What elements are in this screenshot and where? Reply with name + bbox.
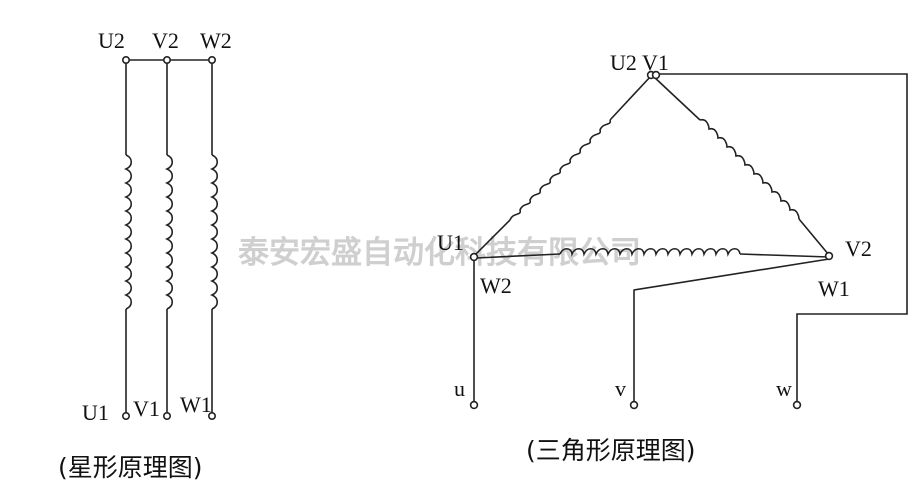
star-label-u2: U2	[98, 28, 125, 53]
star-label-u1: U1	[82, 400, 109, 425]
delta-terminal-left	[469, 252, 479, 262]
star-coil-v	[164, 154, 174, 310]
delta-caption: (三角形原理图)	[526, 436, 696, 465]
delta-lead-w	[655, 73, 908, 402]
delta-right-lead-a	[652, 75, 701, 121]
delta-coil-left	[509, 119, 612, 221]
star-terminal-w1	[208, 411, 217, 420]
star-label-w1: W1	[180, 392, 212, 417]
watermark-text: 泰安宏盛自动化科技有限公司	[238, 235, 641, 271]
delta-terminal-u	[469, 400, 479, 410]
delta-bottom-lead-b	[739, 253, 830, 258]
star-label-v2: V2	[152, 28, 179, 53]
star-label-w2: W2	[200, 28, 232, 53]
star-label-v1: V1	[133, 396, 160, 421]
delta-terminal-label-w: w	[776, 376, 792, 401]
delta-label-v2: V2	[845, 236, 872, 261]
delta-right-lead-b	[798, 218, 830, 256]
star-coil-u	[123, 154, 133, 310]
delta-label-w1: W1	[818, 276, 850, 301]
delta-coil-bottom	[559, 247, 741, 257]
delta-label-top: U2 V1	[610, 50, 669, 75]
delta-coil-right	[699, 118, 800, 220]
delta-terminal-label-u: u	[454, 376, 465, 401]
delta-bottom-lead-a	[475, 253, 561, 259]
delta-terminal-v	[629, 400, 639, 410]
star-caption: (星形原理图)	[58, 453, 203, 482]
star-terminal-w2	[208, 55, 217, 64]
delta-lead-v	[633, 258, 830, 402]
delta-left-lead-b	[609, 75, 652, 121]
star-terminal-v2	[163, 55, 172, 64]
delta-label-u1: U1	[437, 230, 464, 255]
star-terminal-u2	[122, 55, 131, 64]
delta-terminal-w	[792, 400, 802, 410]
delta-diagram	[469, 70, 908, 410]
delta-terminal-label-v: v	[615, 376, 626, 401]
star-diagram	[122, 55, 219, 420]
star-terminal-v1	[163, 411, 172, 420]
delta-label-w2: W2	[480, 273, 512, 298]
delta-terminal-top-b	[651, 70, 661, 80]
delta-terminal-right	[824, 251, 834, 261]
star-coil-w	[209, 154, 219, 310]
star-terminal-u1	[122, 411, 131, 420]
delta-left-lead-a	[472, 219, 511, 258]
